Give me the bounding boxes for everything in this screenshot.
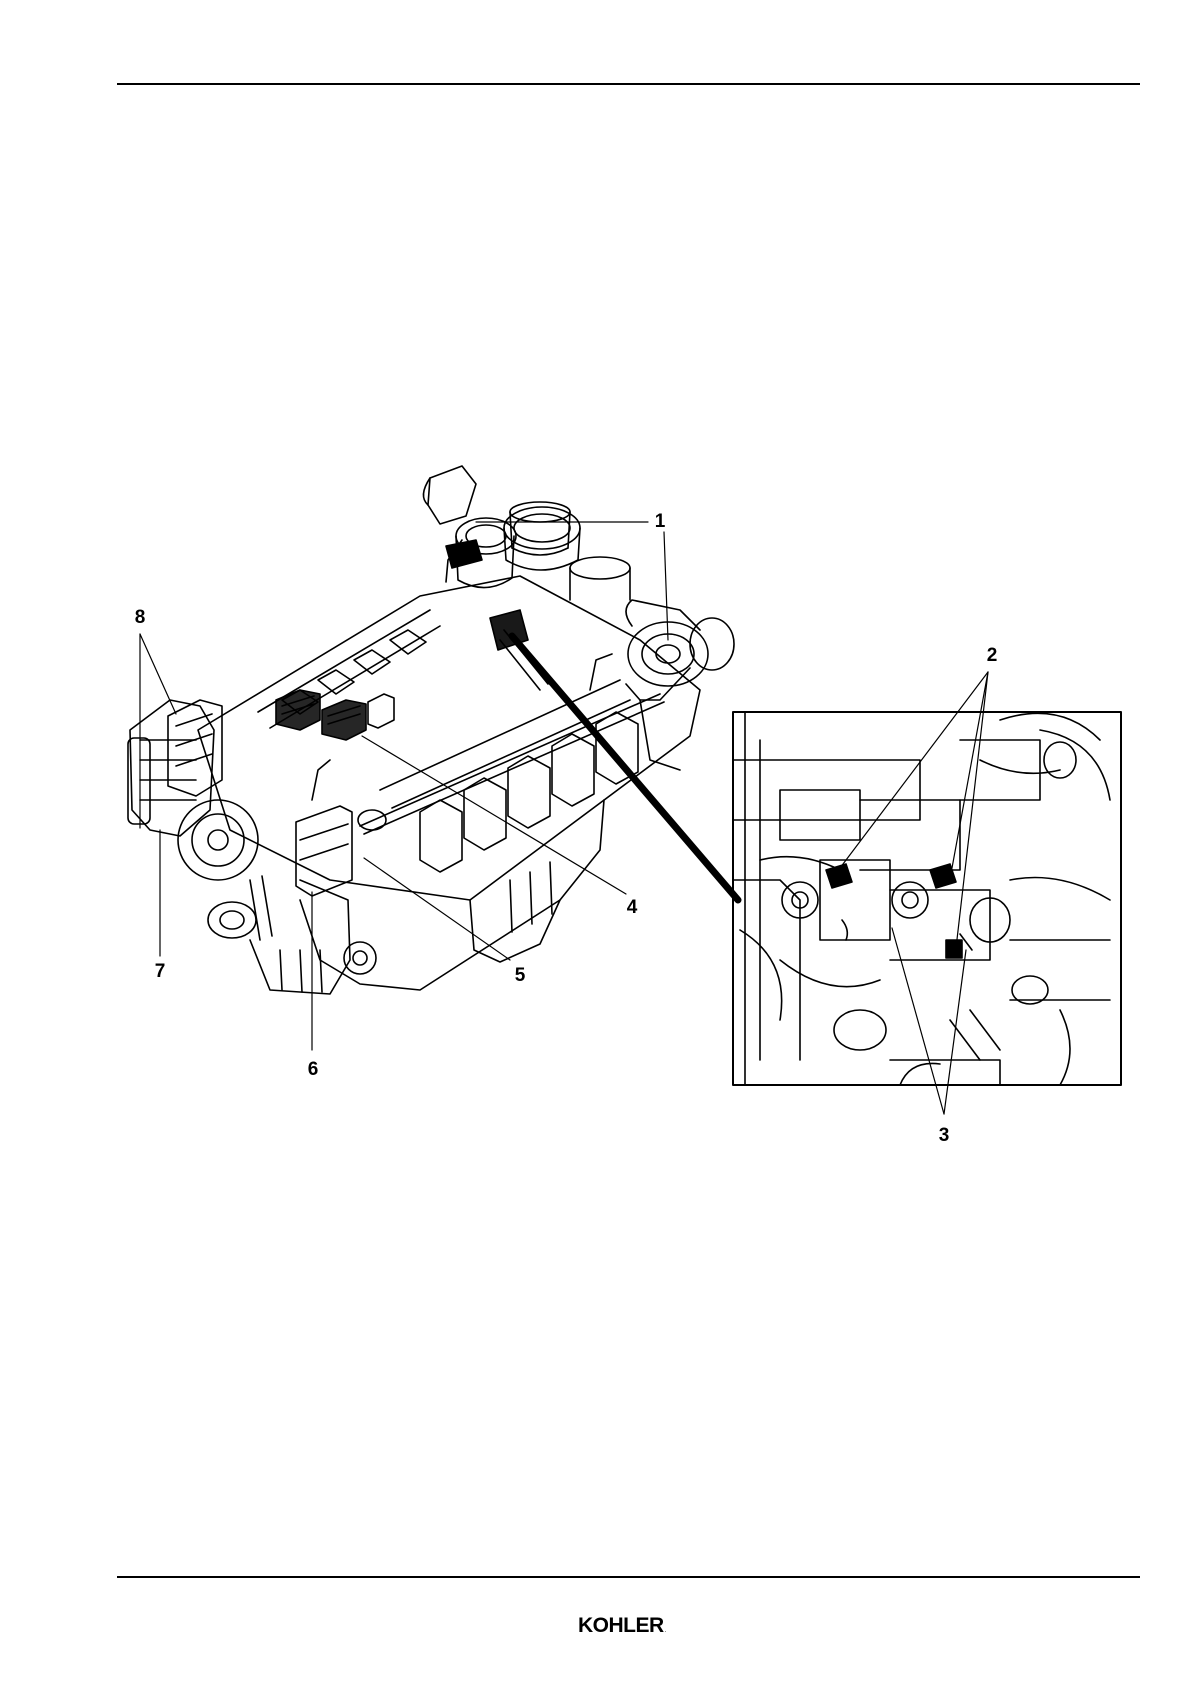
kohler-logo: KOHLER. [578, 1614, 666, 1638]
callout-5: 5 [508, 966, 532, 986]
detail-inset [733, 712, 1121, 1085]
callout-8: 8 [128, 608, 152, 628]
engine-block [128, 576, 700, 994]
turbo-bracket [446, 540, 548, 690]
callout-4: 4 [620, 898, 644, 918]
callout-7: 7 [148, 962, 172, 982]
logo-mark: . [665, 1628, 666, 1634]
callout-1: 1 [648, 512, 672, 532]
callout-3: 3 [932, 1126, 956, 1146]
ecu-modules [276, 690, 394, 740]
callout-2: 2 [980, 646, 1004, 666]
callout-6: 6 [301, 1060, 325, 1080]
logo-text: KOHLER [578, 1614, 664, 1637]
footer-rule [117, 1576, 1140, 1578]
turbocharger-left [423, 466, 580, 588]
air-ducts-top [510, 502, 630, 600]
